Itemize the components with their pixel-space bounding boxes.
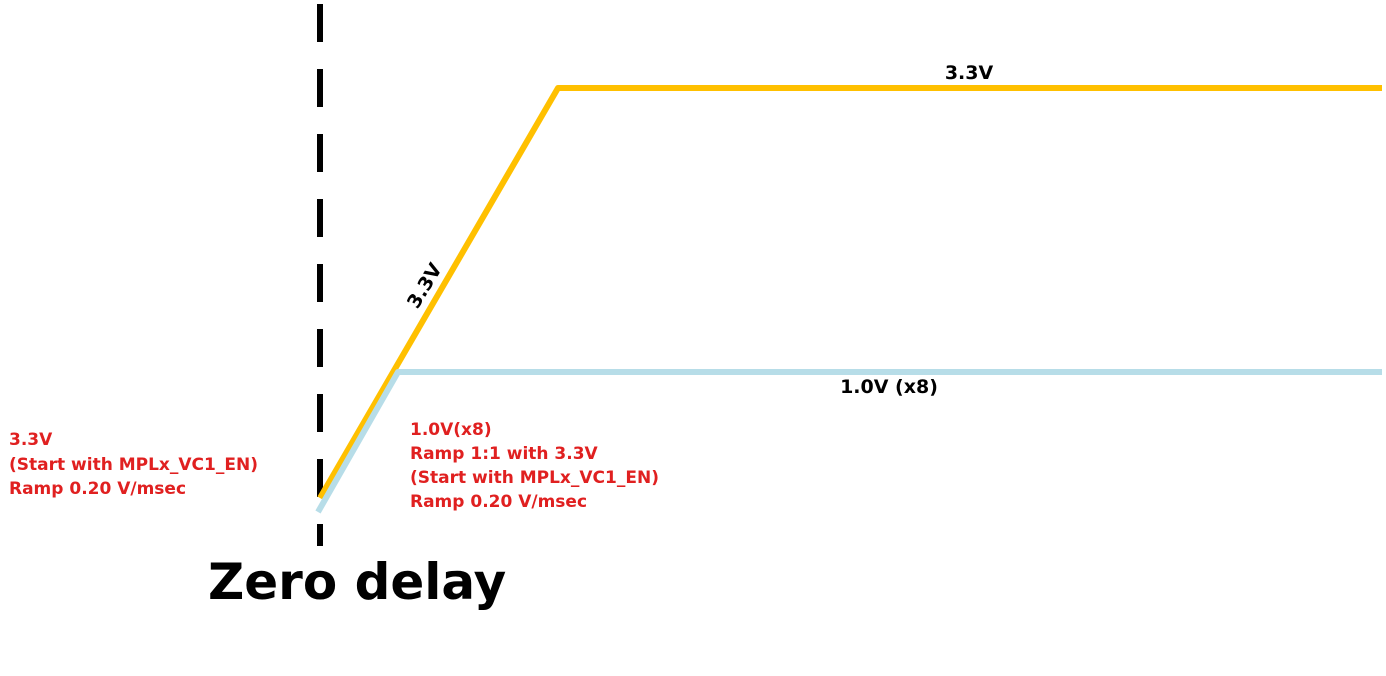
zero-delay-caption: Zero delay — [208, 553, 506, 611]
rail-3v3-note-line: 3.3V — [9, 430, 53, 450]
rail-1v0-steady-label: 1.0V (x8) — [840, 376, 938, 398]
rail-3v3-steady-label: 3.3V — [945, 62, 994, 84]
rail-1v0-note-line: 1.0V(x8) — [410, 420, 492, 440]
rail-1v0-note: 1.0V(x8) Ramp 1:1 with 3.3V (Start with … — [410, 420, 665, 512]
rail-1v0-note-line: Ramp 0.20 V/msec — [410, 492, 587, 512]
rail-3v3-note-line: Ramp 0.20 V/msec — [9, 479, 186, 499]
rail-1v0-note-line: (Start with MPLx_VC1_EN) — [410, 468, 659, 488]
rail-3v3-note: 3.3V (Start with MPLx_VC1_EN) Ramp 0.20 … — [9, 430, 264, 499]
rail-3v3-note-line: (Start with MPLx_VC1_EN) — [9, 455, 258, 475]
rail-1v0-waveform — [315, 369, 1382, 514]
rail-1v0-note-line: Ramp 1:1 with 3.3V — [410, 444, 599, 464]
rail-3v3-waveform — [317, 85, 1382, 500]
